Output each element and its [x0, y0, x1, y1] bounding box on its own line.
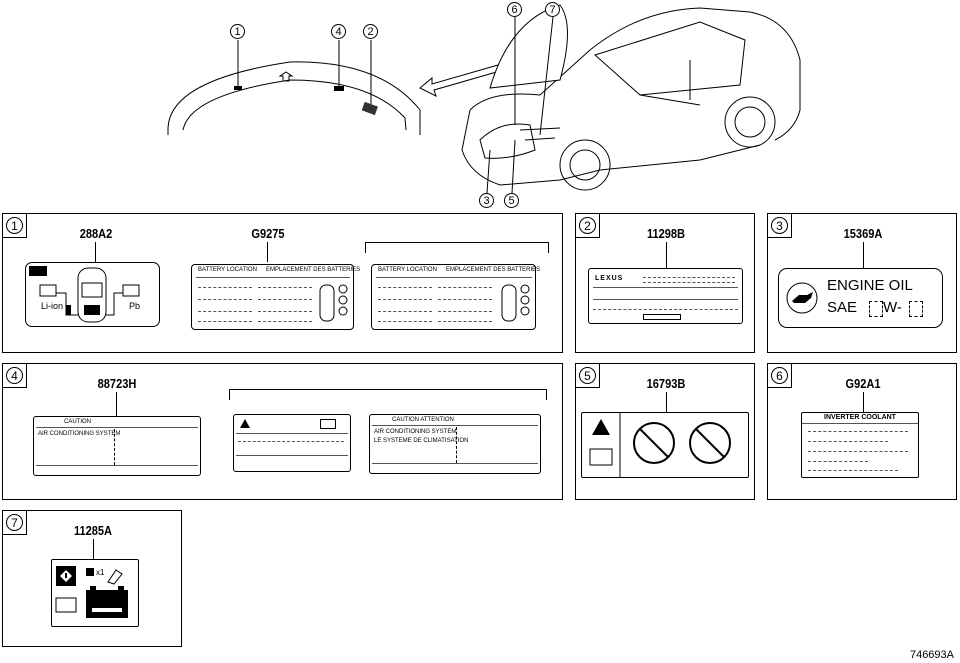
panel-number: 6 — [771, 367, 788, 384]
brand-text: LEXUS — [595, 275, 624, 282]
callout-5: 5 — [504, 193, 519, 208]
hood-underside-sketch — [167, 61, 421, 135]
part-code-11298B: 11298B — [646, 226, 686, 241]
callout-3: 3 — [479, 193, 494, 208]
inverter-coolant-text: INVERTER COOLANT — [824, 414, 896, 421]
label-88723H-a: CAUTION AIR CONDITIONING SYSTEM — [33, 416, 201, 476]
oil-can-icon — [786, 282, 818, 314]
label-11298B: LEXUS — [588, 268, 743, 324]
no-hands-icon — [633, 422, 675, 464]
part-code-288A2: 288A2 — [79, 226, 113, 241]
panel-number: 4 — [6, 367, 23, 384]
car-outline — [461, 4, 801, 191]
callout-7: 7 — [545, 2, 560, 17]
no-tools-icon — [689, 422, 731, 464]
panel-1: 1 288A2 G9275 Li-ion Pb BATTERY LOCATION… — [2, 213, 563, 353]
label-88723H-b — [233, 414, 351, 472]
warning-icon — [240, 419, 250, 428]
panel-number: 5 — [579, 367, 596, 384]
sae-text: SAE — [827, 299, 858, 316]
sae-blank-box — [869, 301, 883, 317]
figure-id: 746693A — [909, 649, 954, 661]
part-code-G9275: G9275 — [251, 226, 285, 241]
callout-4: 4 — [331, 24, 346, 39]
panel-number: 1 — [6, 217, 23, 234]
caution-text: CAUTION — [64, 419, 91, 425]
battery-location-text: BATTERY LOCATION — [198, 267, 257, 273]
air-conditioning-text: AIR CONDITIONING SYSTEM — [38, 431, 121, 437]
car-icon — [320, 419, 336, 429]
part-code-88723H: 88723H — [97, 376, 137, 391]
systeme-text: LE SYSTEME DE CLIMATISATION — [374, 438, 469, 444]
label-G9275-a: BATTERY LOCATION EMPLACEMENT DES BATTERI… — [191, 264, 360, 330]
x1-text: x1 — [96, 568, 105, 577]
panel-3: 3 15369A ENGINE OIL SAE W- — [767, 213, 957, 353]
label-16793B — [581, 412, 749, 478]
pb-label: Pb — [129, 301, 141, 311]
panel-7: 7 11285A x1 — [2, 510, 182, 647]
hood-label-1-mark — [234, 86, 242, 90]
engine-oil-text: ENGINE OIL — [827, 277, 913, 294]
label-G92A1: INVERTER COOLANT — [801, 412, 919, 478]
panel-number: 3 — [771, 217, 788, 234]
label-15369A: ENGINE OIL SAE W- — [778, 268, 943, 328]
sae-blank-box — [909, 301, 923, 317]
fan-warning-graphic — [589, 413, 731, 477]
part-code-11285A: 11285A — [73, 523, 113, 538]
panel-2: 2 11298B LEXUS — [575, 213, 755, 353]
battery-type-graphic — [29, 266, 140, 323]
emplacement-text: EMPLACEMENT DES BATTERIES — [266, 267, 361, 273]
panel-4: 4 88723H CAUTION AIR CONDITIONING SYSTEM… — [2, 363, 563, 500]
caution-attention-text: CAUTION ATTENTION — [392, 417, 454, 423]
callout-6: 6 — [507, 2, 522, 17]
air-conditioning-text: AIR CONDITIONING SYSTEM — [374, 429, 457, 435]
callout-1: 1 — [230, 24, 245, 39]
panel-5: 5 16793B — [575, 363, 755, 500]
callout-2: 2 — [363, 24, 378, 39]
panel-number: 2 — [579, 217, 596, 234]
label-G9275-b: BATTERY LOCATION EMPLACEMENT DES BATTERI… — [371, 264, 540, 330]
battery-warning-graphic — [55, 566, 128, 618]
variant-bracket — [365, 242, 549, 253]
hood-label-4-mark — [334, 86, 344, 91]
part-code-G92A1: G92A1 — [845, 376, 881, 391]
panel-6: 6 G92A1 INVERTER COOLANT — [767, 363, 957, 500]
car-top-view-icon — [319, 284, 348, 322]
vehicle-illustration — [167, 4, 801, 194]
li-ion-label: Li-ion — [41, 301, 64, 311]
car-top-view-icon — [501, 284, 530, 322]
part-code-16793B: 16793B — [646, 376, 686, 391]
label-288A2: Li-ion Pb — [25, 262, 160, 327]
sae-w-text: W- — [883, 299, 902, 316]
panel-number: 7 — [6, 514, 23, 531]
part-code-15369A: 15369A — [843, 226, 883, 241]
variant-bracket — [229, 389, 547, 400]
label-88723H-c: CAUTION ATTENTION AIR CONDITIONING SYSTE… — [369, 414, 541, 474]
hood-label-2-mark — [361, 101, 378, 116]
label-11285A: x1 — [51, 559, 139, 627]
